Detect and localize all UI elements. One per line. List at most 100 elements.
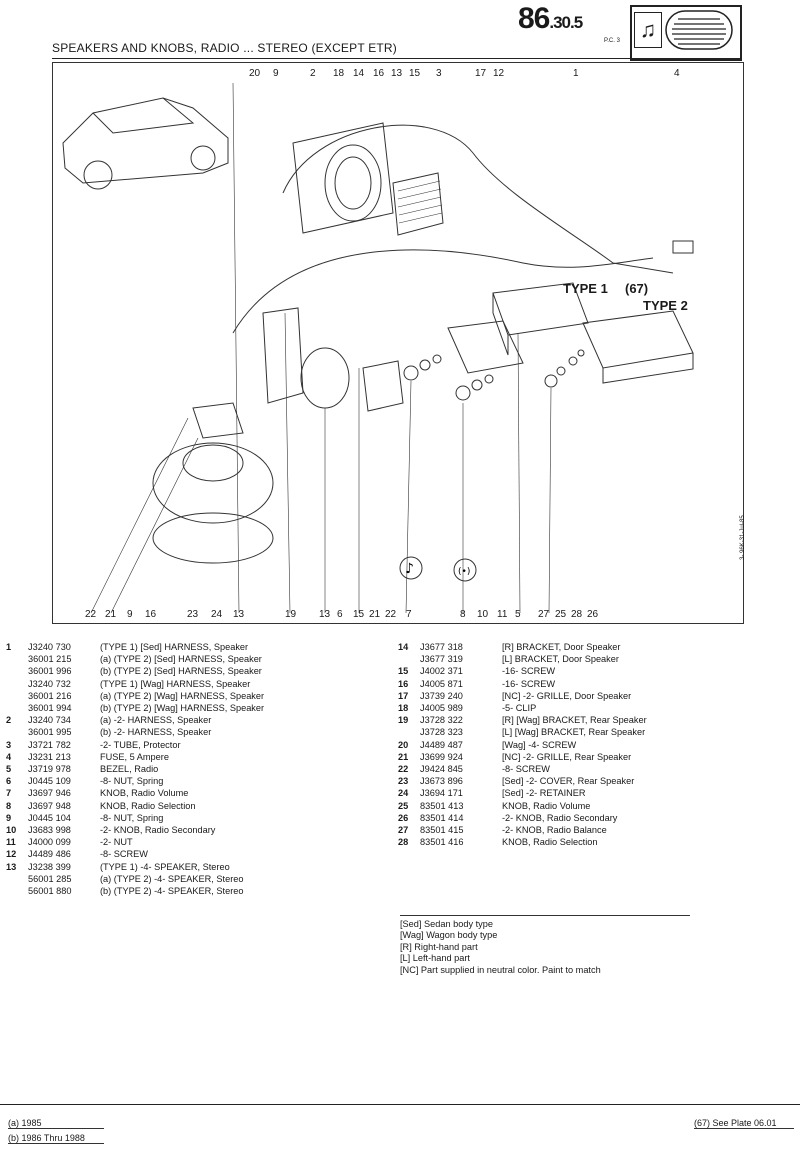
part-row: J3677 319[L] BRACKET, Door Speaker — [398, 653, 647, 665]
part-number: J3694 171 — [420, 788, 463, 799]
callout: 22 — [85, 609, 97, 620]
part-number: J4489 486 — [28, 849, 71, 860]
svg-text:♪: ♪ — [405, 561, 414, 577]
part-description: -8- NUT, Spring — [100, 812, 164, 823]
part-number-index: 8 — [6, 800, 12, 811]
door-speaker-bracket — [292, 122, 394, 234]
part-number: 36001 995 — [28, 727, 72, 738]
part-description: [NC] -2- GRILLE, Door Speaker — [502, 690, 632, 701]
part-number: J3231 213 — [28, 751, 71, 762]
plate-sub: .30.5 — [549, 13, 583, 32]
see-plate-note: (67) See Plate 06.01 — [694, 1118, 794, 1129]
fuse-drawing — [672, 240, 694, 254]
part-description: -2- KNOB, Radio Secondary — [100, 825, 216, 836]
part-number: J3728 322 — [420, 715, 463, 726]
legend-item: [Wag] Wagon body type — [400, 930, 498, 941]
callout: 22 — [385, 609, 397, 620]
part-number: J3699 924 — [420, 751, 463, 762]
part-number: J0445 109 — [28, 776, 71, 787]
type1-label: TYPE 1 — [563, 281, 608, 296]
exploded-view-illustration: ♪ (•) 20 9 2 18 14 16 13 15 3 17 12 1 4 … — [52, 62, 744, 624]
retainer — [152, 512, 274, 564]
part-number-index: 16 — [398, 678, 409, 689]
type1-ref: (67) — [625, 281, 649, 296]
footnote-a: (a) 1985 — [8, 1118, 104, 1129]
part-number-index: 20 — [398, 739, 409, 750]
part-row: 36001 996(b) (TYPE 2) [Sed] HARNESS, Spe… — [6, 665, 264, 677]
part-row: 36001 994(b) (TYPE 2) [Wag] HARNESS, Spe… — [6, 702, 264, 714]
selection-knob-symbol — [453, 558, 477, 582]
part-row: 56001 285(a) (TYPE 2) -4- SPEAKER, Stere… — [6, 873, 264, 885]
part-description: [Sed] -2- COVER, Rear Speaker — [502, 776, 635, 787]
part-number: J3739 240 — [420, 690, 463, 701]
footer-rule — [0, 1104, 800, 1105]
part-description: (TYPE 1) [Sed] HARNESS, Speaker — [100, 642, 249, 652]
part-description: (b) -2- HARNESS, Speaker — [100, 727, 212, 738]
legend-item: [Sed] Sedan body type — [400, 919, 493, 929]
part-number: J3697 946 — [28, 788, 71, 799]
part-description: KNOB, Radio Volume — [502, 800, 591, 811]
part-number: 56001 880 — [28, 886, 72, 897]
callout: 21 — [105, 609, 117, 620]
part-description: [R] BRACKET, Door Speaker — [502, 642, 621, 652]
speaker-grille-icon — [665, 10, 733, 50]
plate-main: 86 — [518, 2, 550, 35]
part-description: KNOB, Radio Selection — [502, 837, 598, 848]
callout: 24 — [211, 609, 223, 620]
part-number-index: 2 — [6, 715, 12, 726]
car-drawing — [62, 97, 229, 184]
radio-knobs — [403, 349, 585, 401]
part-description: KNOB, Radio Selection — [100, 800, 196, 811]
part-number: 36001 215 — [28, 654, 72, 665]
radio-type2 — [582, 310, 694, 369]
part-number: J0445 104 — [28, 812, 71, 823]
callout: 26 — [587, 609, 599, 620]
callout: 9 — [127, 609, 133, 620]
part-number-index: 26 — [398, 812, 409, 823]
callout: 1 — [573, 68, 579, 79]
legend-item: [L] Left-hand part — [400, 953, 470, 964]
part-description: KNOB, Radio Volume — [100, 788, 189, 799]
part-number-index: 14 — [398, 642, 409, 652]
part-description: -8- SCREW — [100, 849, 148, 860]
part-number-index — [398, 726, 420, 738]
part-number: J3673 896 — [420, 776, 463, 787]
radio-bezel — [447, 320, 524, 374]
part-description: [Wag] -4- SCREW — [502, 739, 577, 750]
part-number-index: 5 — [6, 764, 12, 775]
rear-speaker-cover — [152, 442, 274, 524]
part-row: J3240 732(TYPE 1) [Wag] HARNESS, Speaker — [6, 678, 264, 690]
part-number-index: 7 — [6, 788, 12, 799]
part-row: 23 J3673 896 [Sed] -2- COVER, Rear Speaker — [398, 775, 647, 787]
part-description: -16- SCREW — [502, 678, 556, 689]
part-number: J4002 371 — [420, 666, 463, 677]
part-number-index — [6, 726, 28, 738]
callout: 15 — [409, 68, 421, 79]
part-description: -8- NUT, Spring — [100, 776, 164, 787]
part-number-index: 18 — [398, 703, 409, 714]
part-number: 36001 216 — [28, 690, 72, 701]
legend-item: [R] Right-hand part — [400, 941, 478, 952]
part-number-index: 19 — [398, 715, 409, 726]
door-grille — [392, 172, 444, 236]
callout: 13 — [391, 68, 403, 79]
part-number: J9424 845 — [420, 764, 463, 775]
part-description: (b) (TYPE 2) -4- SPEAKER, Stereo — [100, 886, 244, 897]
part-row: J3728 323[L] [Wag] BRACKET, Rear Speaker — [398, 726, 647, 738]
callout: 4 — [674, 68, 680, 79]
part-number: 83501 415 — [420, 825, 464, 836]
side-code: 3- 96K-31-Jul-85 — [740, 515, 746, 560]
part-number-index: 23 — [398, 776, 409, 787]
callout: 11 — [497, 609, 508, 620]
callout: 18 — [333, 68, 345, 79]
